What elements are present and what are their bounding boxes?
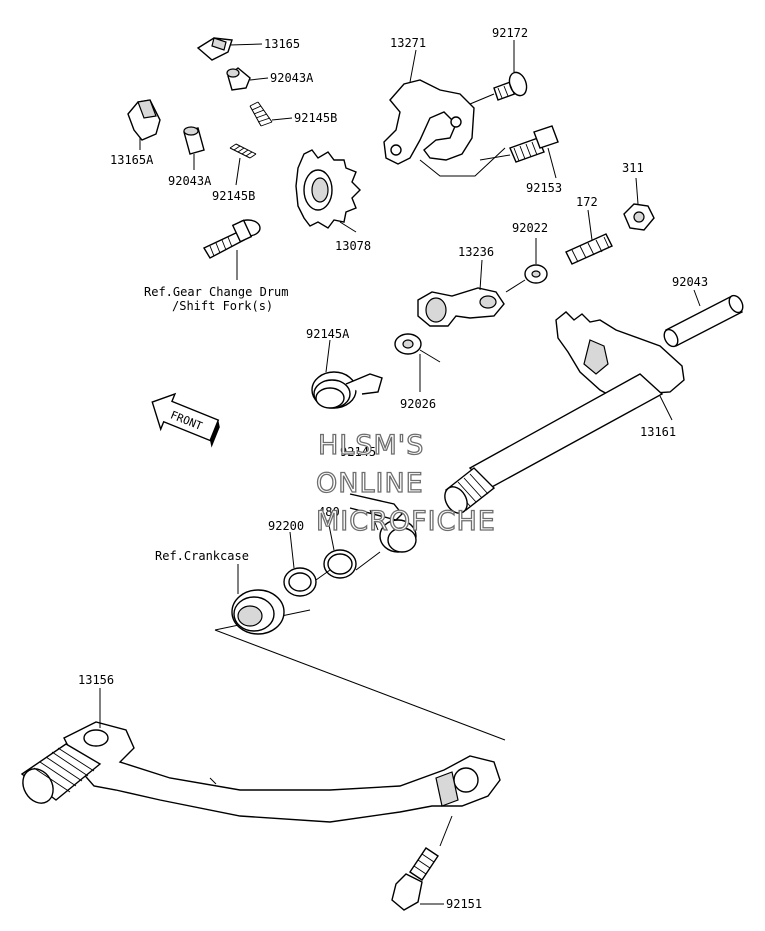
label-13156: 13156 <box>78 673 114 687</box>
label-13165a: 13165A <box>110 153 154 167</box>
watermark-line-3: MICROFICHE <box>316 506 496 537</box>
part-92200-washer-icon <box>283 531 331 597</box>
label-92145a: 92145A <box>306 327 350 341</box>
part-92172-screw-icon <box>469 40 528 105</box>
label-92043a: 92043A <box>168 174 212 188</box>
part-92151-bolt-icon <box>391 815 453 911</box>
part-92145b-spring-icon <box>229 143 257 186</box>
part-92043-pin-icon <box>663 289 744 348</box>
label-92022: 92022 <box>512 221 548 235</box>
label-13165: 13165 <box>264 37 300 51</box>
part-311-nut-icon <box>623 177 655 231</box>
label-92043a-top: 92043A <box>270 71 314 85</box>
label-480: 480 <box>318 505 340 519</box>
label-13236: 13236 <box>458 245 494 259</box>
part-92043a-top-icon <box>226 67 269 91</box>
label-92145: 92145 <box>340 445 376 459</box>
label-311: 311 <box>622 161 644 175</box>
part-480-circlip-icon <box>323 519 381 579</box>
ref-shift-fork-label: /Shift Fork(s) <box>172 299 273 313</box>
watermark-line-2: ONLINE <box>316 468 424 499</box>
label-92153: 92153 <box>526 181 562 195</box>
label-13078: 13078 <box>335 239 371 253</box>
label-92151: 92151 <box>446 897 482 911</box>
part-drum-pin-icon <box>203 219 261 280</box>
label-92026: 92026 <box>400 397 436 411</box>
watermark: HLSM'S ONLINE MICROFICHE <box>315 429 496 537</box>
label-92145b-top: 92145B <box>294 111 337 125</box>
part-172-stud-icon <box>565 209 613 265</box>
part-92145-spring-icon <box>349 493 417 553</box>
ref-crankcase-label: Ref.Crankcase <box>155 549 249 563</box>
part-oil-seal-icon <box>231 564 285 635</box>
part-92022-washer-icon <box>505 238 548 293</box>
ref-gear-change-drum-label: Ref.Gear Change Drum <box>144 285 289 299</box>
part-92145b-top-spring-icon <box>249 101 293 127</box>
part-92026-collar-icon <box>394 333 441 392</box>
part-92145a-spring-icon <box>311 339 383 409</box>
part-13078-gear-icon <box>295 149 361 233</box>
label-92172: 92172 <box>492 26 528 40</box>
label-13271: 13271 <box>390 36 426 50</box>
front-direction-arrow-icon: FRONT <box>151 392 220 448</box>
part-13165a-icon <box>127 99 161 150</box>
part-92153-bolt-icon <box>479 125 559 179</box>
label-92043: 92043 <box>672 275 708 289</box>
part-13236-arm-icon <box>417 259 505 327</box>
label-13161: 13161 <box>640 425 676 439</box>
label-92145b: 92145B <box>212 189 255 203</box>
label-172: 172 <box>576 195 598 209</box>
label-92200: 92200 <box>268 519 304 533</box>
part-13165-icon <box>196 37 263 61</box>
part-13271-plate-icon <box>383 49 475 165</box>
part-13161-shift-shaft-icon <box>444 311 685 514</box>
part-92043a-icon <box>183 126 205 170</box>
part-13156-shift-pedal-icon <box>20 688 501 823</box>
watermark-line-1: HLSM'S <box>318 430 424 461</box>
